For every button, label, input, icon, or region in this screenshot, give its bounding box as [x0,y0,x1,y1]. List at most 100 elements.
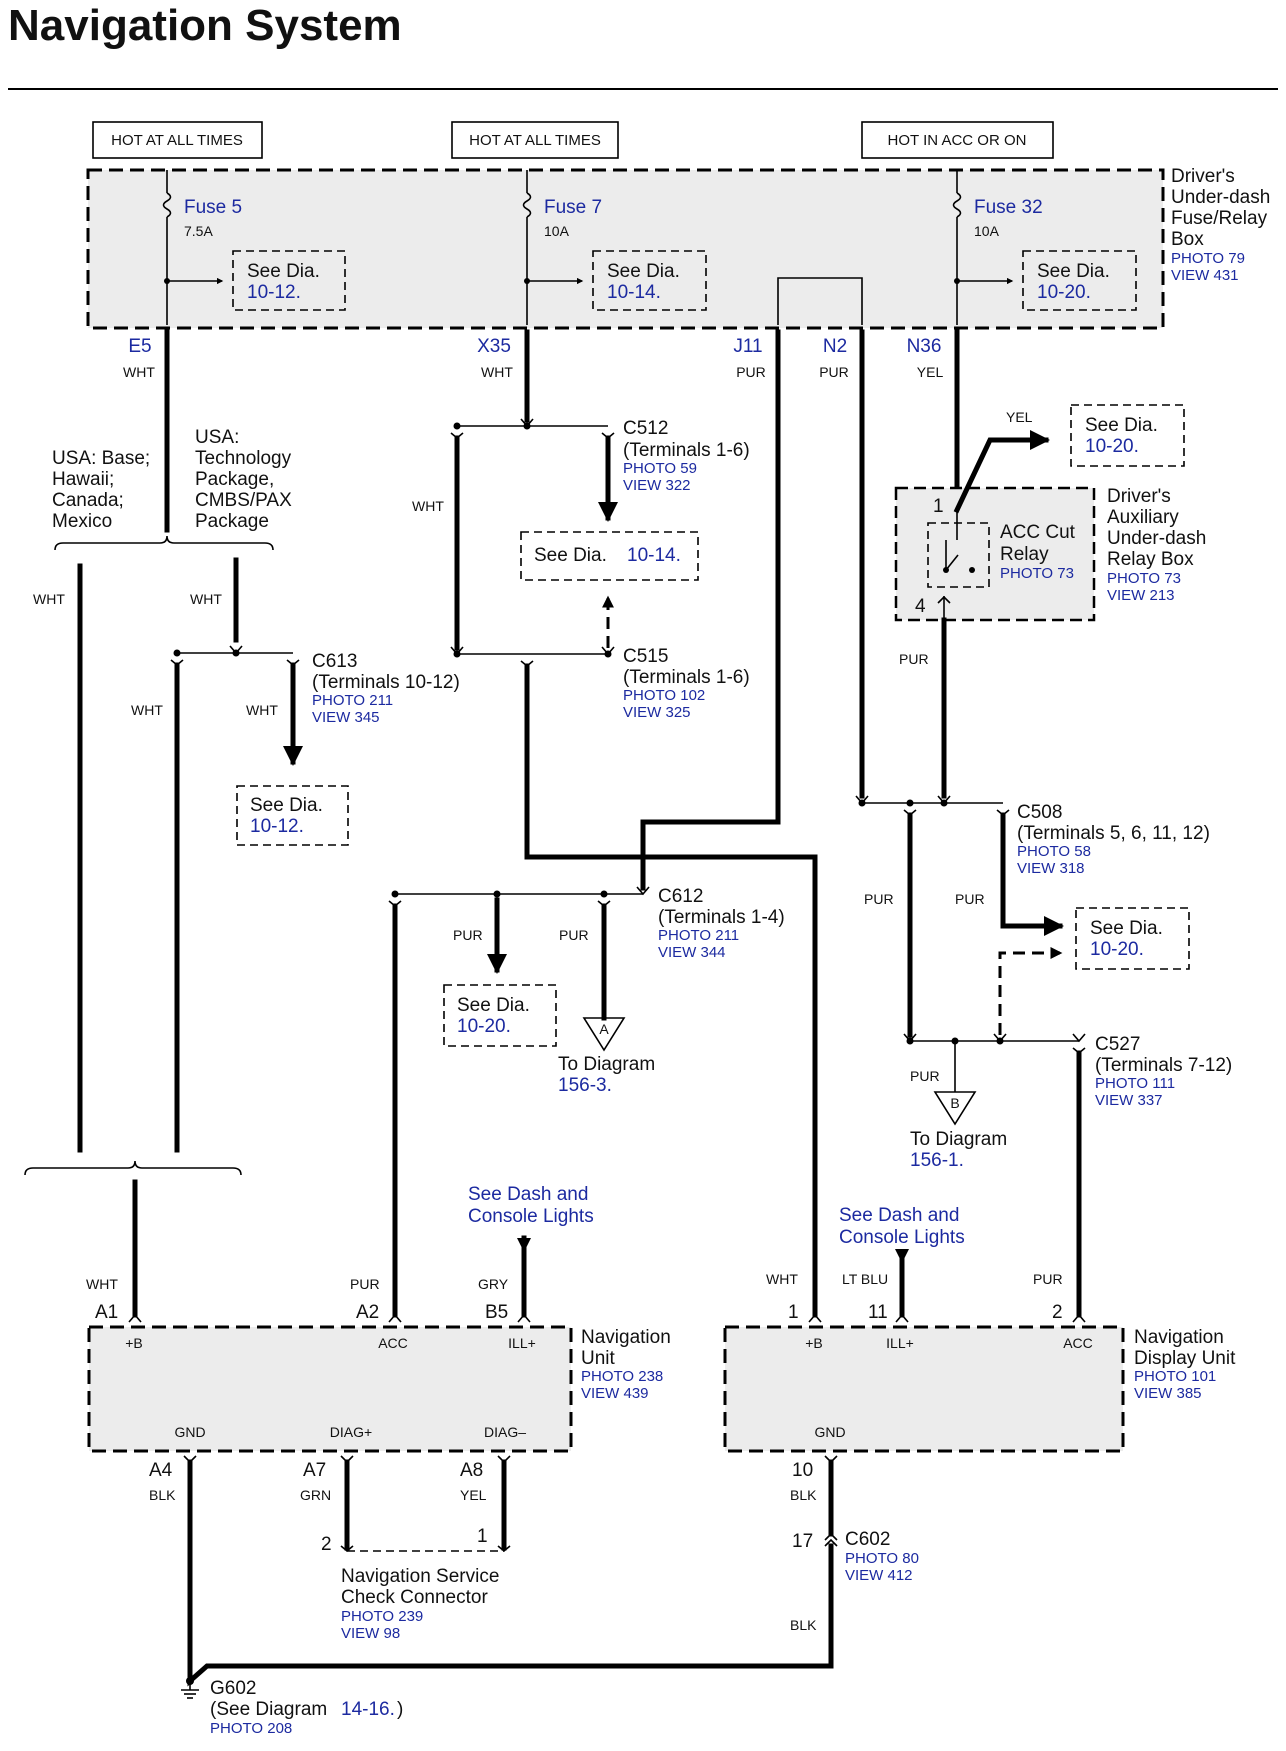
svg-text:HOT AT ALL TIMES: HOT AT ALL TIMES [111,132,243,149]
svg-text:PHOTO 101: PHOTO 101 [1134,1368,1216,1385]
svg-text:Navigation: Navigation [1134,1327,1224,1348]
color-ltblu: LT BLU [842,1271,888,1287]
relay-box: 1 4 [894,486,1096,622]
svg-text:Hawaii;: Hawaii; [52,469,114,490]
svg-text:X35: X35 [477,336,511,357]
svg-text:2: 2 [1052,1302,1063,1323]
svg-text:PHOTO 73: PHOTO 73 [1107,570,1181,587]
c512-connector [450,418,615,440]
ground-symbol [181,1677,199,1699]
variant-bracket-bottom [24,1160,242,1176]
color-pur-c612-a: PUR [453,927,483,943]
color-pur-c527: PUR [910,1068,940,1084]
svg-text:Auxiliary: Auxiliary [1107,507,1179,528]
svg-text:YEL: YEL [460,1487,487,1503]
svg-text:Console Lights: Console Lights [839,1227,965,1248]
see-dia-fuse5: See Dia. 10-12. [232,250,346,311]
c612-connector [388,886,650,908]
dash-lights-ref-2: See Dash and Console Lights [839,1205,965,1248]
svg-text:G602: G602 [210,1678,256,1699]
svg-text:BLK: BLK [149,1487,176,1503]
svg-text:B5: B5 [485,1302,508,1323]
svg-text:VIEW 439: VIEW 439 [581,1385,649,1402]
svg-text:Under-dash: Under-dash [1107,528,1206,549]
svg-text:VIEW 213: VIEW 213 [1107,587,1175,604]
see-dia-fuse7: See Dia. 10-14. [592,250,707,311]
color-pur-a2: PUR [350,1276,380,1292]
color-wht-loop: WHT [412,498,444,514]
svg-text:(Terminals 1-6): (Terminals 1-6) [623,667,750,688]
svg-text:B: B [950,1095,959,1111]
arrow-b5 [517,1238,531,1252]
svg-text:7.5A: 7.5A [184,223,213,239]
fuse-box-terminals: E5 X35 J11 N2 N36 WHT WHT PUR PUR YEL [123,336,943,380]
svg-text:+B: +B [805,1335,823,1351]
wire-c508-to-1020 [1000,812,1064,936]
svg-text:PHOTO 239: PHOTO 239 [341,1608,423,1625]
relay-label: ACC Cut Relay PHOTO 73 [1000,522,1076,582]
svg-text:See Dia.: See Dia. [1037,261,1110,282]
color-wht-c613-right: WHT [246,702,278,718]
nav-unit-bottom-pins: A4 A7 A8 BLK GRN YEL [149,1460,487,1503]
svg-text:C612: C612 [658,886,703,907]
svg-text:VIEW 337: VIEW 337 [1095,1092,1163,1109]
fuse-32: Fuse 32 10A [952,170,1043,325]
svg-text:10-14.: 10-14. [627,545,681,566]
c527-connector [903,1033,1086,1055]
svg-text:11: 11 [868,1302,888,1323]
svg-text:See Dia.: See Dia. [247,261,320,282]
svg-text:PHOTO 80: PHOTO 80 [845,1550,919,1567]
relay-box-label: Driver's Auxiliary Under-dash Relay Box … [1107,486,1206,604]
svg-text:2: 2 [321,1534,332,1555]
svg-text:YEL: YEL [917,364,944,380]
fuse-7: Fuse 7 10A [522,170,602,325]
svg-text:Fuse 5: Fuse 5 [184,197,242,218]
see-dia-fuse32: See Dia. 10-20. [1022,250,1137,311]
svg-text:Mexico: Mexico [52,511,112,532]
svg-text:Driver's: Driver's [1171,166,1235,187]
svg-text:Package,: Package, [195,469,274,490]
svg-text:Package: Package [195,511,269,532]
see-dia-c612: See Dia. 10-20. [443,984,557,1047]
see-dia-c508: See Dia. 10-20. [1075,907,1190,970]
c508-label: C508 (Terminals 5, 6, 11, 12) PHOTO 58 V… [1017,802,1210,877]
svg-text:C512: C512 [623,418,668,439]
display-unit-bottom-pins: 10 BLK [790,1460,817,1503]
svg-text:To Diagram: To Diagram [558,1054,655,1075]
svg-text:C508: C508 [1017,802,1062,823]
fuse-5: Fuse 5 7.5A [162,170,242,325]
c613-label: C613 (Terminals 10-12) PHOTO 211 VIEW 34… [312,651,460,726]
svg-text:See Dia.: See Dia. [250,795,323,816]
svg-text:WHT: WHT [123,364,155,380]
svg-text:(Terminals 5, 6, 11, 12): (Terminals 5, 6, 11, 12) [1017,823,1210,844]
svg-text:1: 1 [477,1526,488,1547]
svg-text:E5: E5 [128,336,151,357]
svg-text:A4: A4 [149,1460,173,1481]
svg-text:GRN: GRN [300,1487,331,1503]
svg-text:1: 1 [788,1302,799,1323]
svg-text:VIEW 98: VIEW 98 [341,1625,400,1642]
svg-text:CMBS/PAX: CMBS/PAX [195,490,292,511]
fuse-box-label: Driver's Under-dash Fuse/Relay Box PHOTO… [1171,166,1270,284]
svg-text:VIEW 385: VIEW 385 [1134,1385,1202,1402]
power-label-2: HOT AT ALL TIMES [451,121,619,159]
svg-text:VIEW 322: VIEW 322 [623,477,691,494]
svg-text:N2: N2 [823,336,847,357]
display-unit-label: Navigation Display Unit PHOTO 101 VIEW 3… [1134,1327,1236,1402]
g602-label: G602 (See Diagram 14-16. ) PHOTO 208 [210,1678,403,1737]
svg-text:VIEW 412: VIEW 412 [845,1567,913,1584]
wire-relay-yel [953,430,1050,514]
svg-text:156-3.: 156-3. [558,1075,612,1096]
color-yel-relay: YEL [1006,409,1033,425]
power-label-3: HOT IN ACC OR ON [861,121,1054,159]
svg-text:J11: J11 [733,336,762,357]
svg-text:GND: GND [814,1424,845,1440]
svg-text:17: 17 [792,1531,813,1552]
svg-text:10-14.: 10-14. [607,282,661,303]
svg-text:To Diagram: To Diagram [910,1129,1007,1150]
c512-label: C512 (Terminals 1-6) PHOTO 59 VIEW 322 [623,418,750,494]
color-pur-c508-a: PUR [864,891,894,907]
svg-text:10-12.: 10-12. [250,816,304,837]
svg-text:4: 4 [915,596,926,617]
